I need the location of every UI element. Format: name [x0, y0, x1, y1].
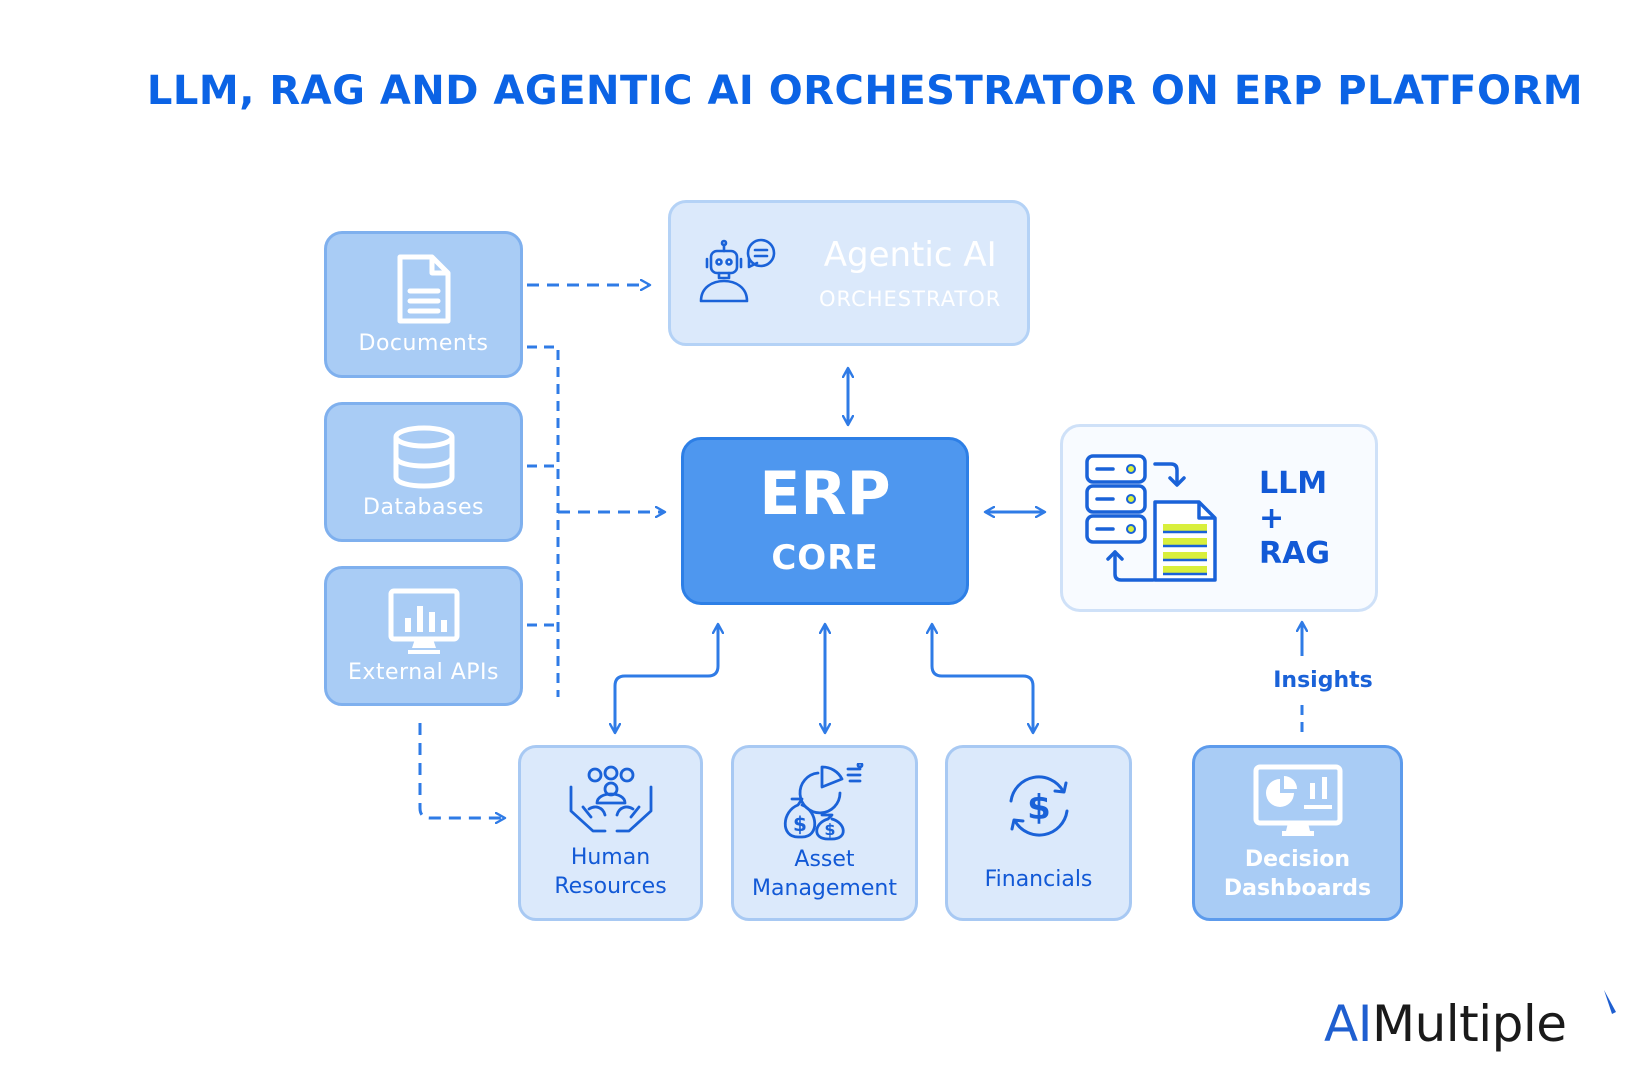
orchestrator-subtitle: ORCHESTRATOR [819, 287, 1002, 311]
svg-text:$: $ [793, 812, 807, 836]
financials-box: $ Financials [945, 745, 1132, 921]
arrow-apis-hr [418, 723, 505, 818]
erp-core-box: ERP CORE [681, 437, 969, 605]
asset-label-line2: Management [752, 876, 897, 901]
orchestrator-box: Agentic AI ORCHESTRATOR [668, 200, 1030, 346]
hr-label-line1: Human [570, 845, 651, 870]
plus-label: + [1259, 500, 1285, 536]
server-document-icon [1085, 454, 1217, 582]
dollar-cycle-icon: $ [1009, 774, 1068, 837]
llm-label: LLM [1259, 465, 1328, 501]
erp-core-title: ERP [759, 459, 891, 529]
human-resources-box: Human Resources [518, 745, 703, 921]
logo-mark-icon [1604, 990, 1616, 1014]
erp-core-subtitle: CORE [771, 538, 879, 578]
bus-sources [527, 345, 560, 697]
monitor-chart-icon [388, 588, 459, 654]
logo-part-multiple: Multiple [1371, 995, 1567, 1053]
aimultiple-logo: AIMultiple [1324, 995, 1567, 1053]
dashboards-label-line1: Decision [1244, 847, 1351, 872]
databases-label: Databases [363, 494, 484, 520]
arrow-core-financials [932, 624, 1033, 733]
hr-label-line2: Resources [554, 874, 667, 899]
dashboards-label-line2: Dashboards [1223, 876, 1372, 901]
people-hands-icon [569, 765, 652, 833]
databases-box: Databases [324, 402, 523, 542]
arrow-core-hr [615, 624, 718, 733]
asset-label-line1: Asset [794, 847, 855, 872]
svg-text:$: $ [824, 820, 835, 839]
external-apis-label: External APIs [347, 659, 500, 685]
logo-part-ai: AI [1324, 995, 1372, 1053]
database-icon [393, 425, 454, 488]
external-apis-box: External APIs [324, 566, 523, 706]
asset-management-box: $ $ Asset Management [731, 745, 918, 921]
monitor-pie-chart-icon [1253, 764, 1342, 836]
llm-rag-box: LLM + RAG [1060, 424, 1378, 612]
rag-label: RAG [1259, 535, 1330, 571]
page-title: LLM, RAG AND AGENTIC AI ORCHESTRATOR ON … [146, 68, 1584, 114]
documents-label: Documents [358, 331, 489, 356]
decision-dashboards-box: Decision Dashboards [1192, 745, 1403, 921]
documents-box: Documents [324, 231, 523, 378]
insights-label: Insights [1273, 668, 1373, 693]
robot-chat-icon [699, 238, 776, 303]
svg-text:$: $ [1027, 788, 1051, 828]
orchestrator-title: Agentic AI [823, 235, 997, 275]
financials-label: Financials [984, 866, 1093, 892]
money-bags-chart-icon: $ $ [783, 763, 863, 841]
document-icon [397, 254, 450, 324]
